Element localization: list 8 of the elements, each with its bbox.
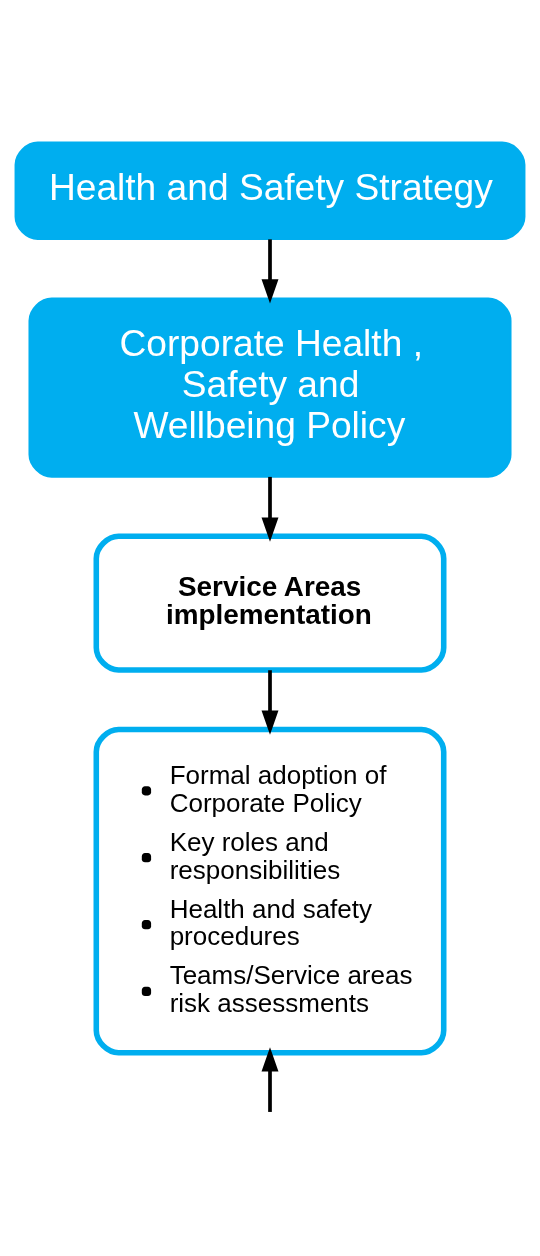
arrow — [261, 476, 279, 542]
node-box: Service Areas implementation — [93, 533, 447, 673]
arrow — [261, 1047, 279, 1112]
arrow — [261, 239, 279, 304]
node-box: Health and Safety Strategy — [14, 141, 526, 240]
node-box: Corporate Health , Safety and Wellbeing Policy — [28, 297, 512, 478]
arrow — [261, 670, 279, 735]
node-box: Formal adoption of Corporate Policy Key roles and responsibilities Health and safety procedures Teams/Service areas risk assessments — [93, 726, 447, 1056]
